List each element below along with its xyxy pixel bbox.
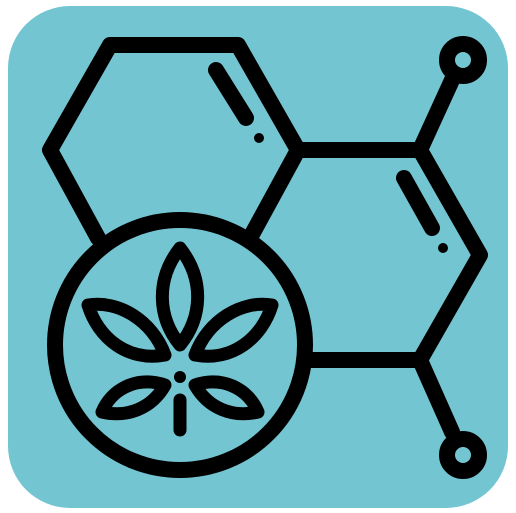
leaf-center-dot [174,371,186,383]
leaf-badge [47,212,313,478]
molecule-outline [42,36,488,479]
leaf-left-upper [81,297,172,363]
branch-bottom [412,352,460,440]
leaf-right-upper [188,297,279,363]
leaf-left-lower [95,375,172,421]
leaf-right-lower [188,375,265,421]
hexagon-right [290,142,488,368]
hexagon-left [42,37,306,246]
branch-top [412,72,460,158]
leaf-center [155,241,205,352]
bond-dot-left [254,133,264,143]
double-bond-left [208,62,254,126]
bond-dot-right [438,243,448,253]
double-bond-right [396,170,440,236]
atom-bottom [439,431,487,479]
atom-top [439,36,487,84]
cannabis-leaf-icon [81,241,279,437]
